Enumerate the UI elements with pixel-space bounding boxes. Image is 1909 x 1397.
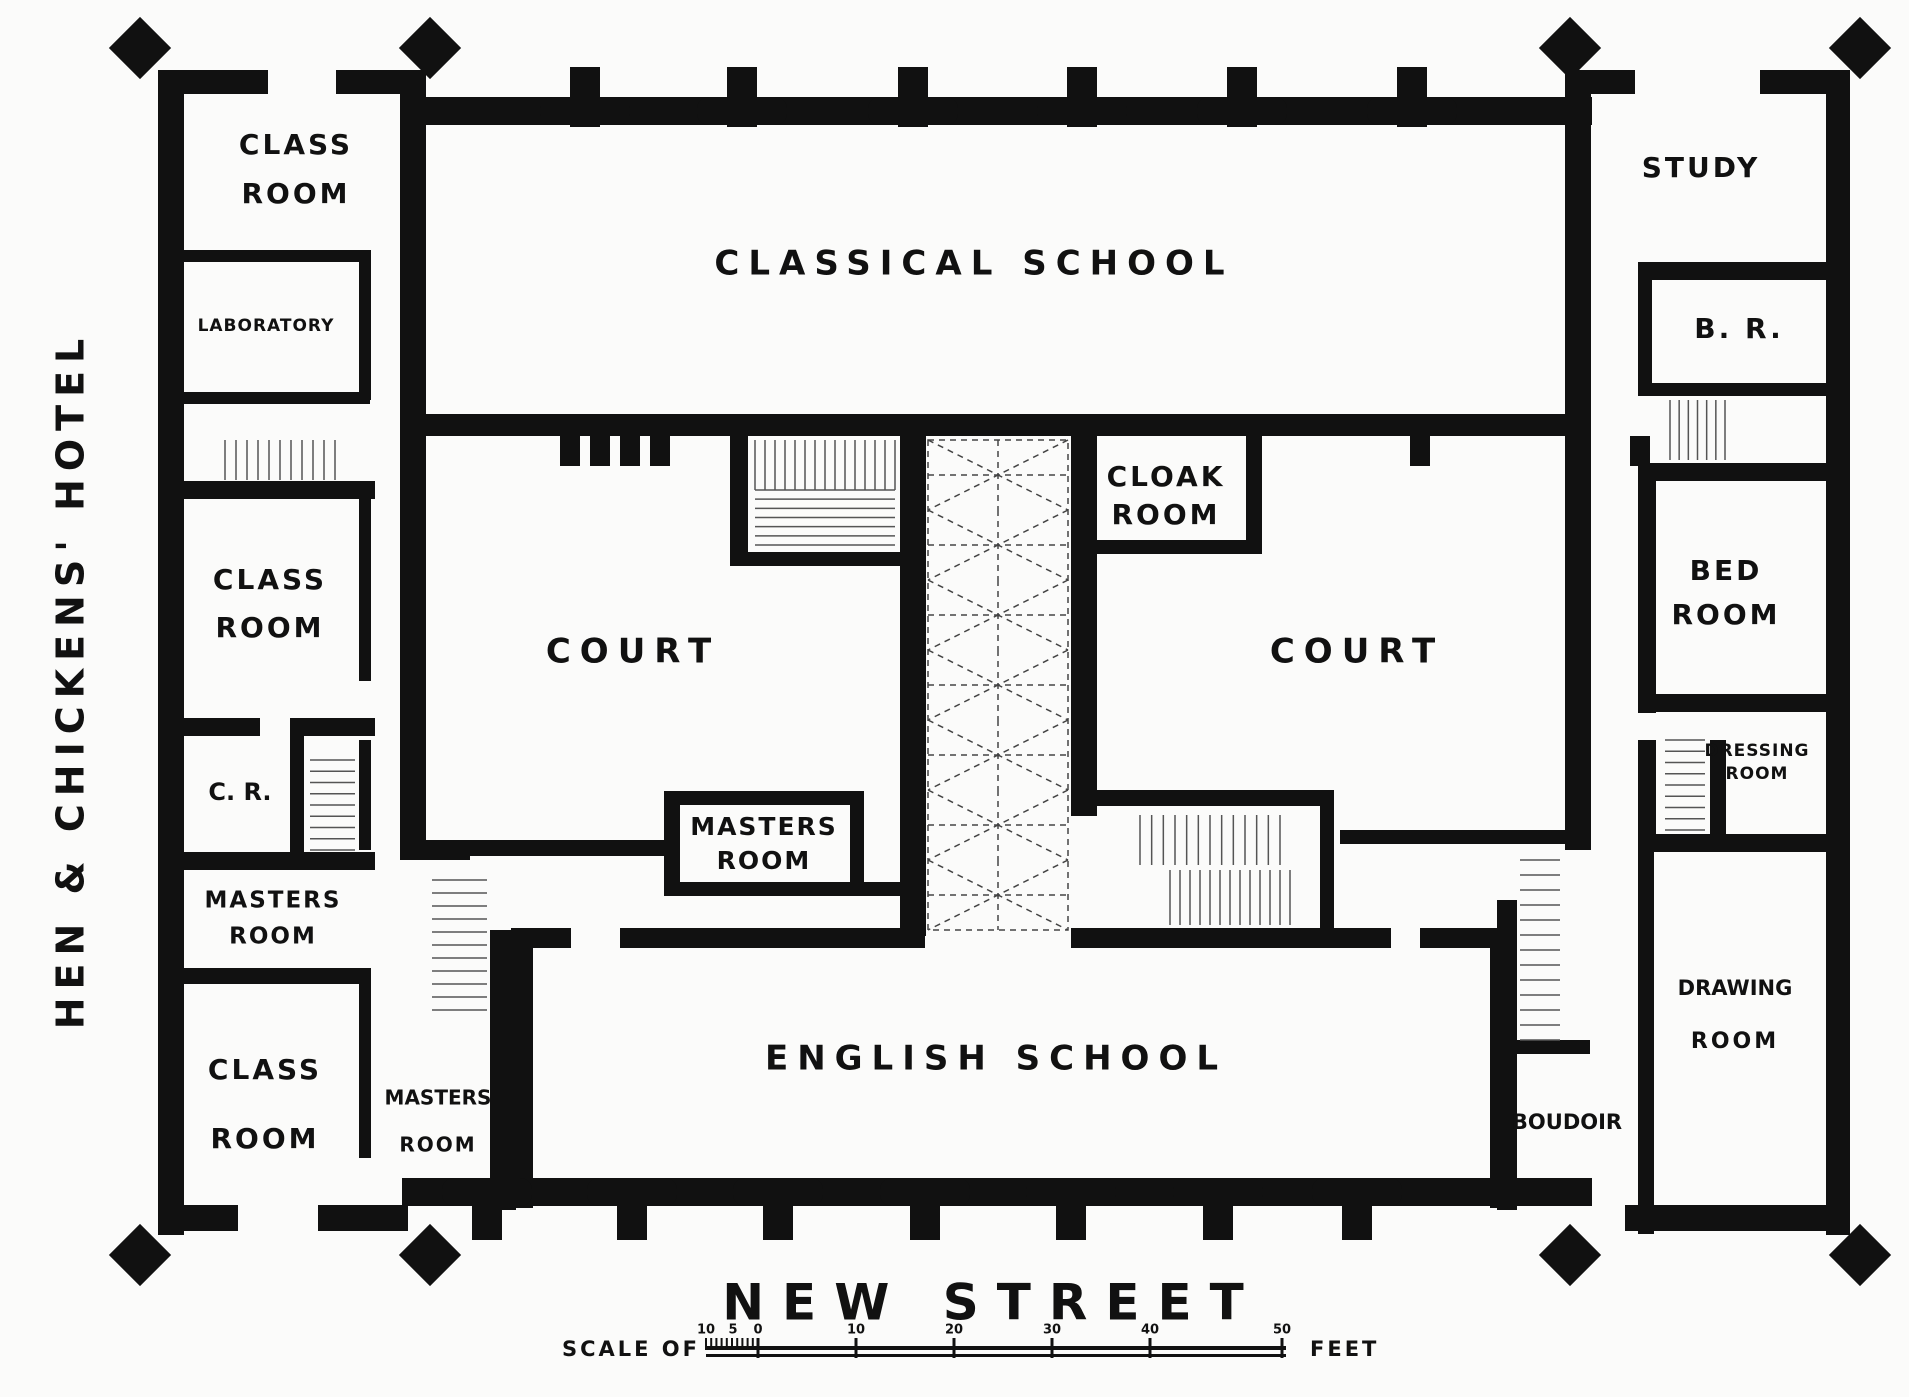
scale-tick-label: 5 xyxy=(728,1323,737,1338)
bed-room-label: ROOM xyxy=(1671,598,1780,631)
scale-tick-label: 40 xyxy=(1141,1323,1159,1338)
scale-suffix: FEET xyxy=(1310,1337,1379,1361)
scale-tick-label: 10 xyxy=(697,1323,715,1338)
masters-room-3-label: MASTERS xyxy=(690,812,838,841)
masters-room-2-label: MASTERS xyxy=(385,1086,492,1110)
cr-label: C. R. xyxy=(208,778,271,806)
cloak-room-label: ROOM xyxy=(1111,498,1220,531)
court-left-label: COURT xyxy=(546,632,720,672)
dressing-room-label: DRESSING xyxy=(1704,741,1809,761)
masters-room-1-label: ROOM xyxy=(229,924,317,950)
class-room-3-label: CLASS xyxy=(208,1053,322,1086)
masters-room-3-label: ROOM xyxy=(717,846,812,875)
scale-tick-label: 10 xyxy=(847,1323,865,1338)
walls xyxy=(158,70,1850,1235)
central-vaulted-corridor xyxy=(927,439,1069,931)
wall-piers xyxy=(108,16,1892,1287)
scale-tick-label: 20 xyxy=(945,1323,963,1338)
staircases xyxy=(224,400,1726,1041)
english-school-label: ENGLISH SCHOOL xyxy=(765,1039,1227,1079)
class-room-2-label: ROOM xyxy=(215,611,324,644)
class-room-3-label: ROOM xyxy=(210,1122,319,1155)
classical-school-label: CLASSICAL SCHOOL xyxy=(714,244,1233,284)
laboratory-label: LABORATORY xyxy=(198,316,335,336)
drawing-room-label: ROOM xyxy=(1691,1029,1779,1054)
label-adjacent-hotel: HEN & CHICKENS' HOTEL xyxy=(49,331,93,1030)
scale-tick-label: 50 xyxy=(1273,1323,1291,1338)
street-label: NEW STREET xyxy=(722,1274,1262,1332)
scale-bar: SCALE OF FEET 10 5 0 10 20 30 40 50 xyxy=(562,1323,1379,1362)
cloak-room-label: CLOAK xyxy=(1107,460,1226,493)
scale-prefix: SCALE OF xyxy=(562,1337,700,1361)
class-room-1-label: ROOM xyxy=(241,177,350,210)
scale-tick-label: 0 xyxy=(753,1323,762,1338)
bed-room-label: BED xyxy=(1690,554,1763,587)
boudoir-label: BOUDOIR xyxy=(1512,1110,1622,1134)
br-label: B. R. xyxy=(1694,312,1783,345)
study-label: STUDY xyxy=(1642,151,1760,184)
drawing-room-label: DRAWING xyxy=(1678,976,1793,1000)
dressing-room-label: ROOM xyxy=(1726,764,1789,784)
masters-room-2-label: ROOM xyxy=(399,1133,476,1157)
court-right-label: COURT xyxy=(1270,632,1444,672)
masters-room-1-label: MASTERS xyxy=(205,888,342,914)
scale-tick-label: 30 xyxy=(1043,1323,1061,1338)
class-room-1-label: CLASS xyxy=(239,128,353,161)
class-room-2-label: CLASS xyxy=(213,563,327,596)
